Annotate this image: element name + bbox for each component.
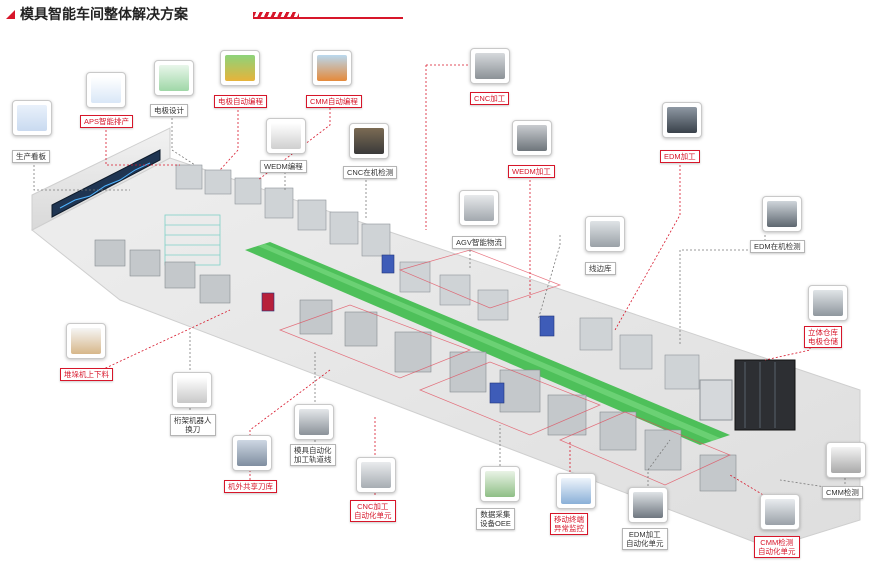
stacker-thumbnail bbox=[66, 323, 106, 359]
label-mobile: 移动终端异常监控 bbox=[550, 513, 588, 535]
cnc-machining-thumbnail bbox=[470, 48, 510, 84]
electrode-prog-thumbnail bbox=[220, 50, 260, 86]
vertical-storage bbox=[699, 359, 796, 431]
page-title: 模具智能车间整体解决方案 bbox=[6, 4, 188, 24]
label-cnc-inspect: CNC在机检测 bbox=[343, 166, 398, 179]
agv-thumbnail bbox=[459, 190, 499, 226]
dashboard-thumbnail bbox=[12, 100, 52, 136]
label-cmm-cell: CMM检测自动化单元 bbox=[754, 536, 800, 558]
label-rail-line: 模具自动化加工轨道线 bbox=[290, 444, 336, 466]
label-electrode-design: 电极设计 bbox=[150, 104, 188, 117]
tool-store-thumbnail bbox=[232, 435, 272, 471]
wedm-prog-thumbnail bbox=[266, 118, 306, 154]
dashboard-screen-trend bbox=[59, 162, 151, 209]
electrode-design-thumbnail bbox=[154, 60, 194, 96]
label-edm-machining: EDM加工 bbox=[660, 150, 700, 163]
zone-outlines bbox=[279, 249, 731, 486]
label-cnc-machining: CNC加工 bbox=[470, 92, 510, 105]
oee-thumbnail bbox=[480, 466, 520, 502]
label-oee: 数据采集设备OEE bbox=[476, 508, 515, 530]
edm-inspect-thumbnail bbox=[762, 196, 802, 232]
edm-machining-thumbnail bbox=[662, 102, 702, 138]
label-edm-cell: EDM加工自动化单元 bbox=[622, 528, 668, 550]
wedm-machining-thumbnail bbox=[512, 120, 552, 156]
title-slash-decoration bbox=[253, 12, 299, 18]
label-tool-store: 机外共享刀库 bbox=[224, 480, 277, 493]
aps-thumbnail bbox=[86, 72, 126, 108]
title-triangle-icon bbox=[6, 9, 15, 19]
cmm-prog-thumbnail bbox=[312, 50, 352, 86]
dashboard-screen bbox=[51, 149, 161, 218]
mobile-thumbnail bbox=[556, 473, 596, 509]
gantry-thumbnail bbox=[172, 372, 212, 408]
label-wedm-machining: WEDM加工 bbox=[508, 165, 555, 178]
cmm-cell-thumbnail bbox=[760, 494, 800, 530]
cnc-cell-thumbnail bbox=[356, 457, 396, 493]
label-wedm-prog: WEDM编程 bbox=[260, 160, 307, 173]
label-cnc-cell: CNC加工自动化单元 bbox=[350, 500, 396, 522]
cmm-inspect-thumbnail bbox=[826, 442, 866, 478]
line-store-thumbnail bbox=[585, 216, 625, 252]
label-aps: APS智能排产 bbox=[80, 115, 134, 128]
label-dashboard: 生产看板 bbox=[12, 150, 50, 163]
label-electrode-prog: 电极自动编程 bbox=[214, 95, 267, 108]
label-cmm-prog: CMM自动编程 bbox=[306, 95, 362, 108]
label-vertical-store: 立体仓库电极仓储 bbox=[804, 326, 842, 348]
label-stacker: 堆垛机上下料 bbox=[60, 368, 113, 381]
label-edm-inspect: EDM在机检测 bbox=[750, 240, 805, 253]
edm-cell-thumbnail bbox=[628, 487, 668, 523]
machines-back-row bbox=[175, 164, 700, 390]
label-agv: AGV智能物流 bbox=[452, 236, 506, 249]
label-cmm-inspect: CMM检测 bbox=[822, 486, 863, 499]
blue-panels bbox=[261, 254, 555, 404]
title-text: 模具智能车间整体解决方案 bbox=[20, 6, 188, 22]
green-agv-track-highlight bbox=[258, 244, 720, 441]
cnc-inspect-thumbnail bbox=[349, 123, 389, 159]
title-underline bbox=[253, 17, 403, 19]
label-line-store: 线边库 bbox=[585, 262, 616, 275]
label-gantry: 桁架机器人换刀 bbox=[170, 414, 216, 436]
rail-line-thumbnail bbox=[294, 404, 334, 440]
vertical-store-thumbnail bbox=[808, 285, 848, 321]
